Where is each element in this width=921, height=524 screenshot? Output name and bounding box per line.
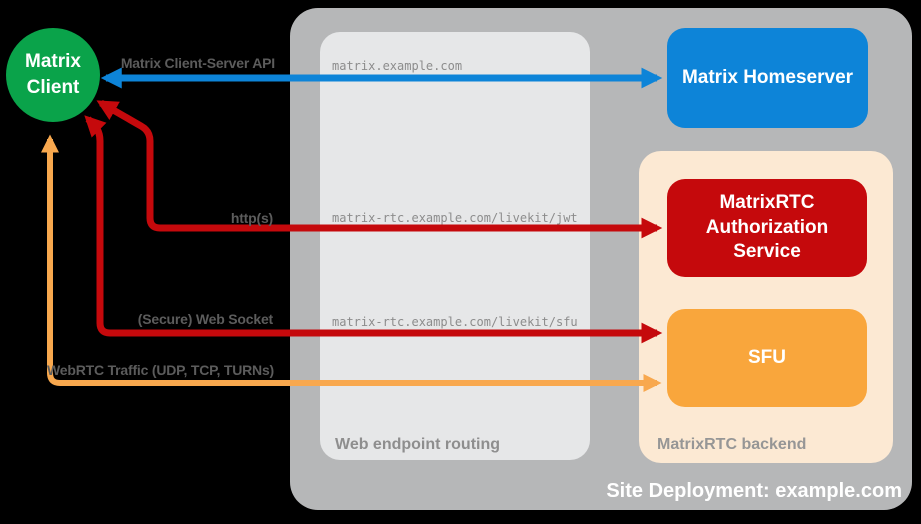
- node-matrix-homeserver: Matrix Homeserver: [667, 28, 868, 128]
- web-endpoint-routing-label: Web endpoint routing: [335, 436, 501, 453]
- arrow-label-client-server-api: Matrix Client-Server API: [120, 55, 275, 71]
- arrow-label-webrtc-traffic: WebRTC Traffic (UDP, TCP, TURNs): [47, 362, 274, 378]
- arrow-label-https: http(s): [230, 210, 273, 226]
- node-matrix-client: Matrix Client: [6, 28, 100, 122]
- web-endpoint-routing-container: matrix.example.com matrix-rtc.example.co…: [320, 32, 590, 460]
- endpoint-livekit-sfu: matrix-rtc.example.com/livekit/sfu: [332, 315, 578, 329]
- site-deployment-label: Site Deployment: example.com: [606, 480, 902, 502]
- arrow-label-web-socket: (Secure) Web Socket: [137, 311, 273, 327]
- endpoint-matrix-host: matrix.example.com: [332, 59, 463, 73]
- node-sfu: SFU: [667, 309, 867, 407]
- node-matrixrtc-authorization-service: MatrixRTC Authorization Service: [667, 179, 867, 277]
- endpoint-livekit-jwt: matrix-rtc.example.com/livekit/jwt: [332, 211, 578, 225]
- matrixrtc-backend-label: MatrixRTC backend: [657, 436, 807, 453]
